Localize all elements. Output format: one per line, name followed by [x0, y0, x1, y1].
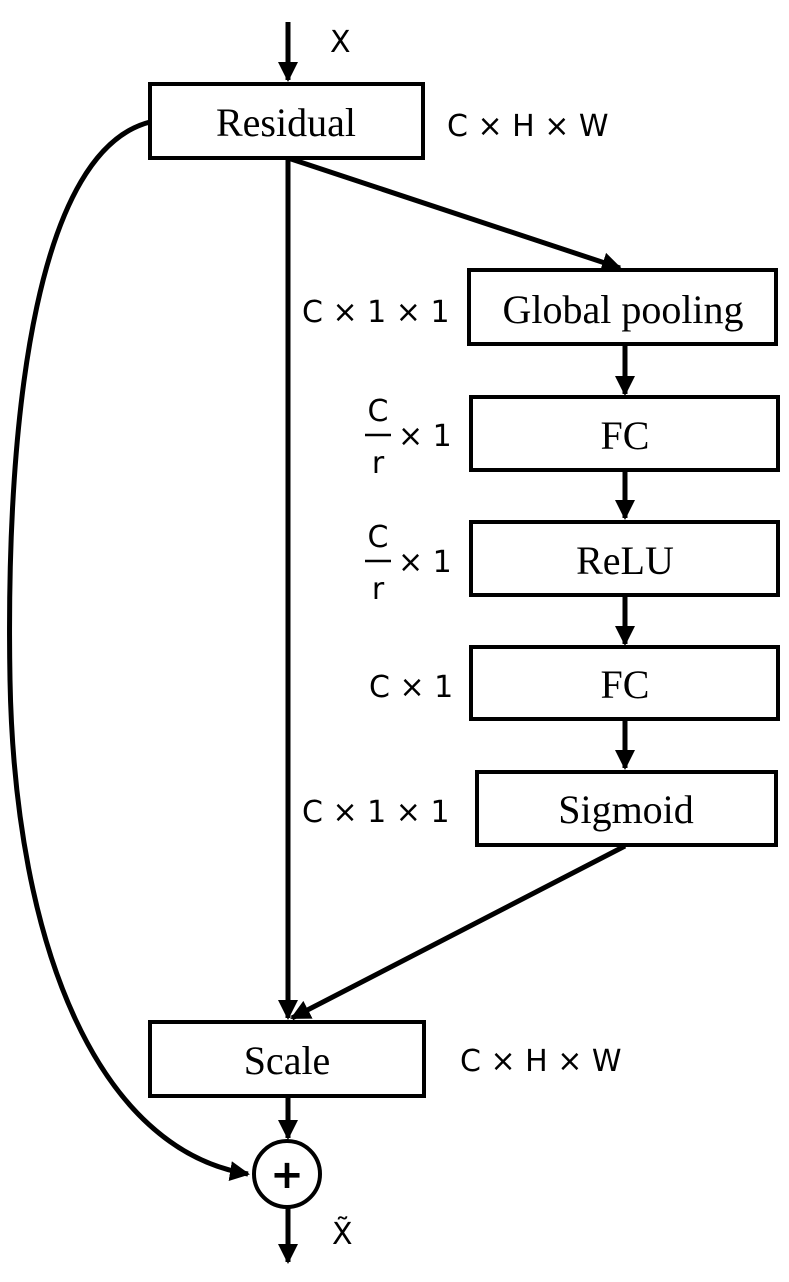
relu-dim-label: C r × 1 — [365, 520, 452, 607]
fc2-node: FC — [469, 645, 780, 721]
scale-node: Scale — [148, 1020, 426, 1098]
skip-connection-edge — [7, 119, 250, 1181]
input-label: X — [330, 25, 351, 60]
plus-icon: + — [270, 1152, 304, 1198]
fc2-label: FC — [601, 662, 650, 707]
global-pooling-node: Global pooling — [467, 268, 778, 346]
sigmoid-dim-label: C × 1 × 1 — [302, 795, 450, 830]
relu-dim-rest: × 1 — [398, 545, 452, 580]
relu-node: ReLU — [469, 520, 780, 597]
sigmoid-label: Sigmoid — [558, 787, 694, 832]
residual-to-pooling-edge — [287, 155, 622, 272]
fc1-dim-numerator: C — [368, 394, 389, 429]
sigmoid-node: Sigmoid — [475, 770, 778, 847]
fc1-label: FC — [601, 413, 650, 458]
fc1-dim-denominator: r — [372, 446, 385, 481]
sigmoid-to-scale-edge — [290, 843, 627, 1021]
scale-dim-label: C × H × W — [460, 1044, 622, 1079]
scale-label: Scale — [244, 1038, 331, 1083]
relu-dim-denominator: r — [372, 572, 385, 607]
fc2-dim-label: C × 1 — [369, 670, 453, 705]
global-pooling-dim-label: C × 1 × 1 — [302, 295, 450, 330]
output-label: X̃ — [332, 1217, 353, 1252]
relu-label: ReLU — [576, 538, 674, 583]
fc1-dim-rest: × 1 — [398, 419, 452, 454]
sum-node: + — [252, 1139, 322, 1209]
fc1-node: FC — [469, 395, 780, 472]
fc1-dim-label: C r × 1 — [365, 394, 452, 481]
residual-label: Residual — [216, 100, 356, 145]
residual-dim-label: C × H × W — [447, 109, 609, 144]
relu-dim-numerator: C — [368, 520, 389, 555]
residual-node: Residual — [148, 82, 425, 160]
global-pooling-label: Global pooling — [502, 287, 743, 332]
